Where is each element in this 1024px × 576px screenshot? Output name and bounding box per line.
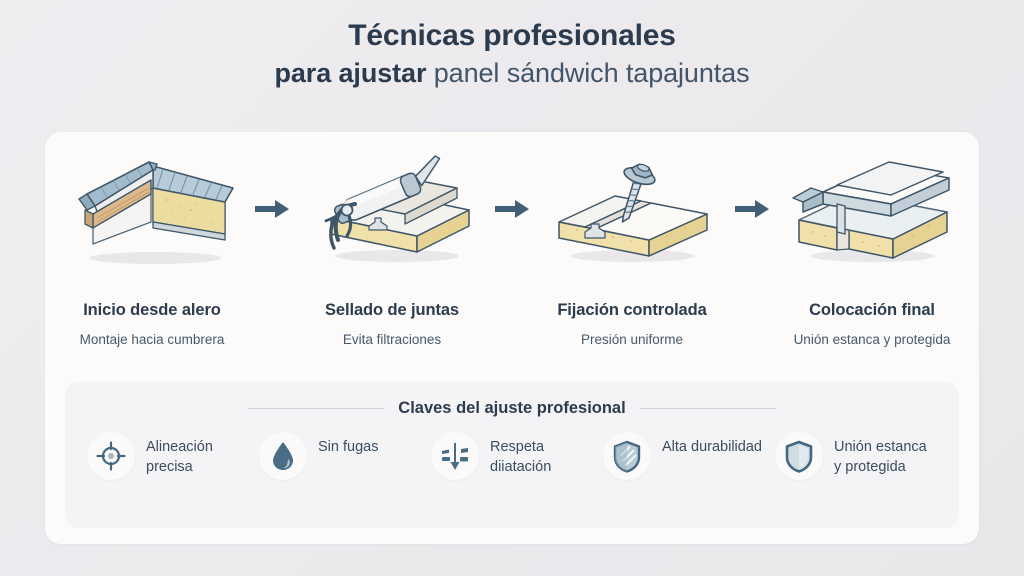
thermal-expansion-icon	[431, 432, 479, 480]
step-title: Colocación final	[809, 301, 935, 319]
step-subtitle: Presión uniforme	[580, 332, 684, 347]
step-subtitle: Evita filtraciones	[342, 332, 442, 347]
screw-fastener-icon	[534, 146, 730, 271]
title-line-secondary: para ajustar panel sándwich tapajuntas	[0, 55, 1024, 91]
step-item-4: Colocación final Unión estanca y protegi…	[774, 146, 970, 347]
feature-item-dilatacion: Respeta diiatación	[431, 432, 593, 480]
flashing-cap-icon	[774, 146, 970, 271]
step-subtitle: Montaje hacia cumbrera	[79, 332, 225, 347]
arrow-right-icon	[250, 146, 294, 271]
title-remainder: panel sándwich tapajuntas	[426, 58, 750, 89]
features-row: Alineación precisa Sin fugas	[65, 418, 959, 480]
arrow-right-icon	[490, 146, 534, 271]
keys-heading: Claves del ajuste profesional	[398, 399, 626, 417]
feature-item-union-estanca: Unión estanca y protegida	[775, 432, 937, 480]
keys-header: Claves del ajuste profesional	[65, 382, 959, 418]
crosshair-target-icon	[87, 432, 135, 480]
divider-left	[248, 408, 385, 409]
feature-label: Alta durabilidad	[662, 439, 762, 455]
divider-right	[639, 408, 776, 409]
feature-label: Sin fugas	[318, 439, 379, 455]
caulking-gun-icon	[294, 146, 490, 271]
feature-label: Respeta diiatación	[490, 439, 552, 475]
shield-striped-icon	[603, 432, 651, 480]
step-subtitle: Unión estanca y protegida	[793, 332, 951, 347]
page-title: Técnicas profesionales para ajustar pane…	[0, 0, 1024, 92]
feature-item-sin-fugas: Sin fugas	[259, 432, 421, 480]
arrow-right-icon	[730, 146, 774, 271]
step-item-1: Inicio desde alero Montaje hacia cumbrer…	[54, 146, 250, 347]
shield-plain-icon	[775, 432, 823, 480]
step-title: Inicio desde alero	[83, 301, 221, 319]
feature-label: Unión estanca y protegida	[834, 439, 927, 475]
step-title: Fijación controlada	[557, 301, 707, 319]
roof-sandwich-panel-icon	[54, 146, 250, 271]
keys-panel: Claves del ajuste profesional Alineación	[65, 382, 959, 528]
content-card: Inicio desde alero Montaje hacia cumbrer…	[45, 132, 979, 544]
title-line-primary: Técnicas profesionales	[348, 19, 676, 52]
feature-item-alineacion: Alineación precisa	[87, 432, 249, 480]
steps-row: Inicio desde alero Montaje hacia cumbrer…	[45, 146, 979, 376]
step-item-3: Fijación controlada Presión uniforme	[534, 146, 730, 347]
step-item-2: Sellado de juntas Evita filtraciones	[294, 146, 490, 347]
feature-label: Alineación precisa	[146, 439, 213, 475]
step-title: Sellado de juntas	[325, 301, 459, 319]
feature-item-durabilidad: Alta durabilidad	[603, 432, 765, 480]
water-drop-icon	[259, 432, 307, 480]
title-emphasis: para ajustar	[274, 58, 427, 89]
